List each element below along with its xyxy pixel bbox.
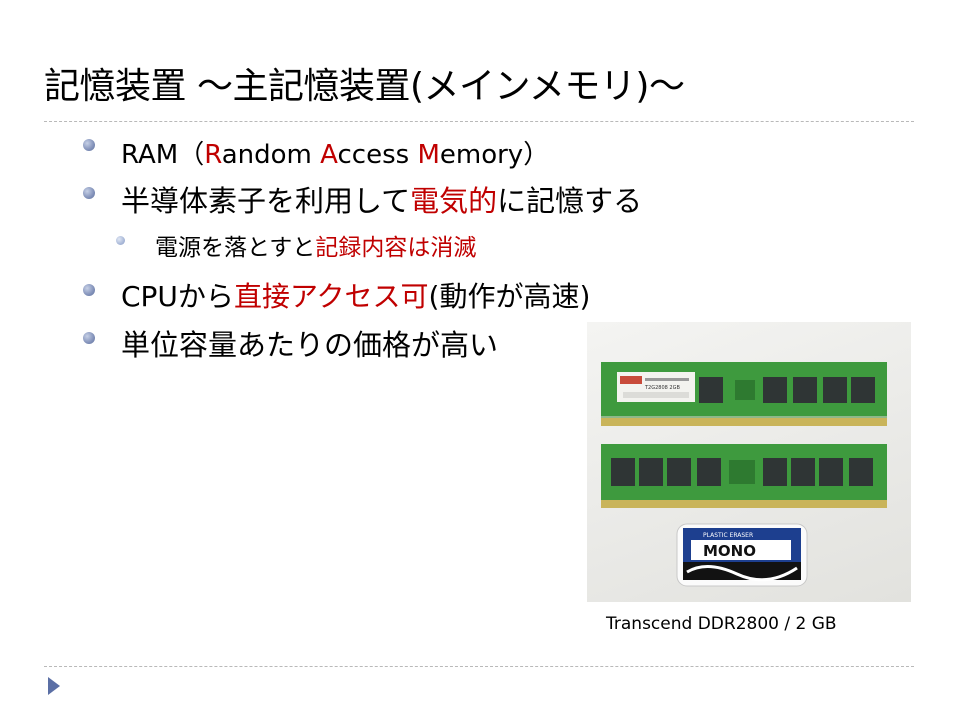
bullet-text: andom (221, 140, 321, 170)
photo-caption: Transcend DDR2800 / 2 GB (606, 614, 837, 634)
eraser-subtitle: PLASTIC ERASER (703, 532, 753, 539)
bullet-dot (83, 332, 95, 344)
bullet-highlight: M (417, 140, 440, 170)
eraser-brand: MONO (703, 542, 756, 560)
bullet-text: RAM（ (121, 140, 205, 170)
bullet-text: ccess (337, 140, 418, 170)
bullet-text: 電源を落とすと (155, 235, 316, 261)
bullet-highlight: 記録内容は消滅 (315, 235, 477, 261)
bullet-text: 半導体素子を利用して (121, 184, 411, 218)
memory-photo: T2G2808 2GB (587, 322, 911, 602)
memory-module-bottom (601, 444, 887, 508)
bullet-text: emory） (439, 140, 550, 170)
bullet-highlight: 直接アクセス可 (233, 280, 429, 313)
bullet-text: に記憶する (497, 184, 643, 218)
bullet-highlight: A (320, 140, 338, 170)
bullet-dot (83, 139, 95, 151)
title-divider (44, 121, 914, 122)
bullet-ram: RAM（Random Access Memory） (121, 137, 549, 173)
next-slide-arrow-icon[interactable] (48, 677, 60, 695)
bullet-highlight: R (204, 140, 222, 170)
footer-divider (44, 666, 914, 667)
bullet-highlight: 電気的 (410, 184, 498, 218)
bullet-dot (83, 284, 95, 296)
sub-bullet-volatile: 電源を落とすと記録内容は消滅 (155, 230, 476, 266)
bullet-text: CPUから (121, 280, 234, 313)
bullet-semiconductor: 半導体素子を利用して電気的に記憶する (121, 183, 642, 219)
memory-module-top: T2G2808 2GB (601, 362, 887, 426)
memory-photo-illustration: T2G2808 2GB (601, 362, 887, 587)
bullet-text: (動作が高速) (428, 280, 591, 313)
bullet-price: 単位容量あたりの価格が高い (121, 327, 498, 363)
slide-title: 記憶装置 ～主記憶装置(メインメモリ)～ (44, 66, 685, 107)
bullet-cpu-access: CPUから直接アクセス可(動作が高速) (121, 279, 590, 315)
sub-bullet-dot (116, 236, 125, 245)
module-label-text: T2G2808 2GB (644, 385, 680, 391)
eraser: PLASTIC ERASER MONO (676, 523, 808, 587)
bullet-dot (83, 187, 95, 199)
bullet-text: 単位容量あたりの価格が高い (121, 328, 499, 362)
